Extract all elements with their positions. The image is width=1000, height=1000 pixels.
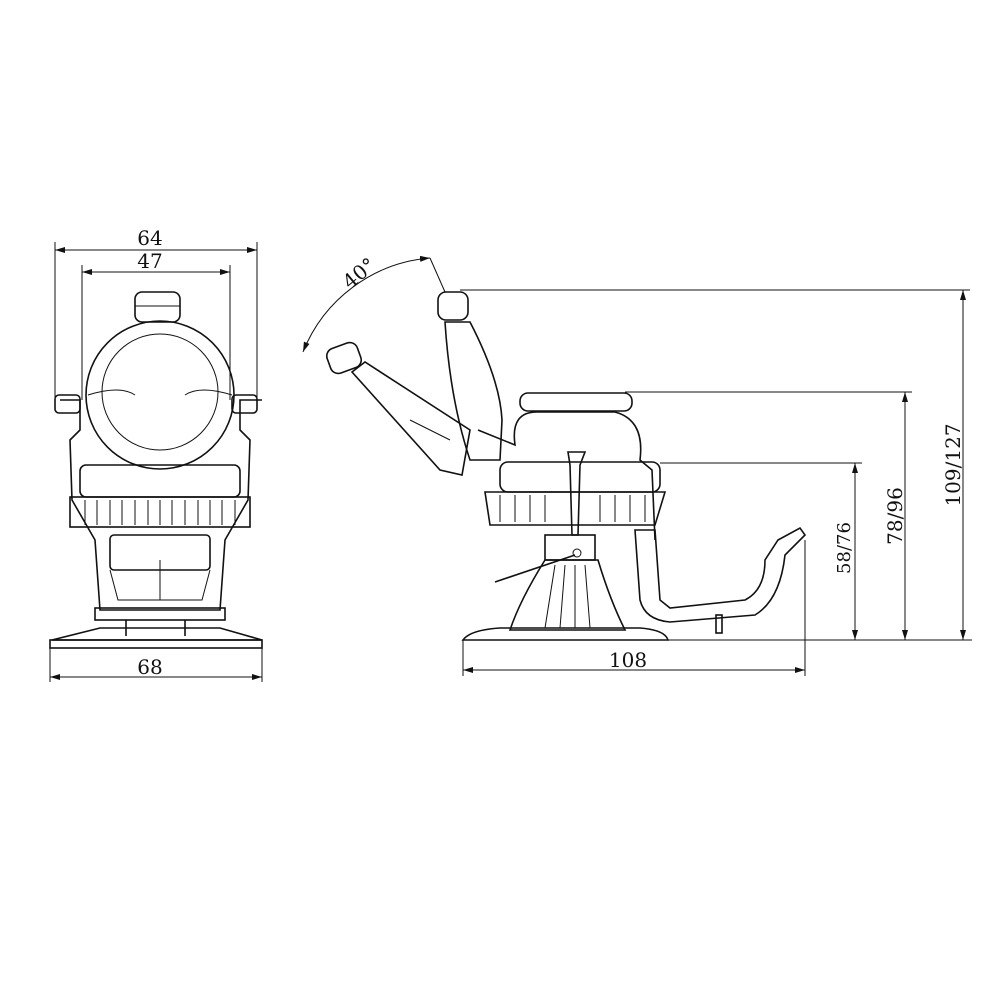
- dimension-label-armrest-height: 78/96: [883, 487, 907, 545]
- front-dimensions: 64 47 68: [49, 226, 263, 682]
- front-view: 64 47 68: [49, 226, 263, 682]
- dimension-label-68: 68: [137, 655, 162, 679]
- dimension-label-total-height: 109/127: [941, 423, 965, 506]
- dimension-label-seat-height: 58/76: [834, 522, 855, 574]
- dimension-label-108: 108: [609, 648, 647, 672]
- angle-label: 40°: [338, 253, 381, 294]
- dimension-label-47: 47: [137, 249, 162, 273]
- front-chair-outline: [49, 291, 263, 649]
- dimension-label-64: 64: [137, 226, 162, 250]
- side-dimensions: 40° 109/127 78/96 58/76 108: [302, 253, 972, 676]
- side-chair-outline: [325, 291, 807, 641]
- side-view: 40° 109/127 78/96 58/76 108: [302, 253, 972, 676]
